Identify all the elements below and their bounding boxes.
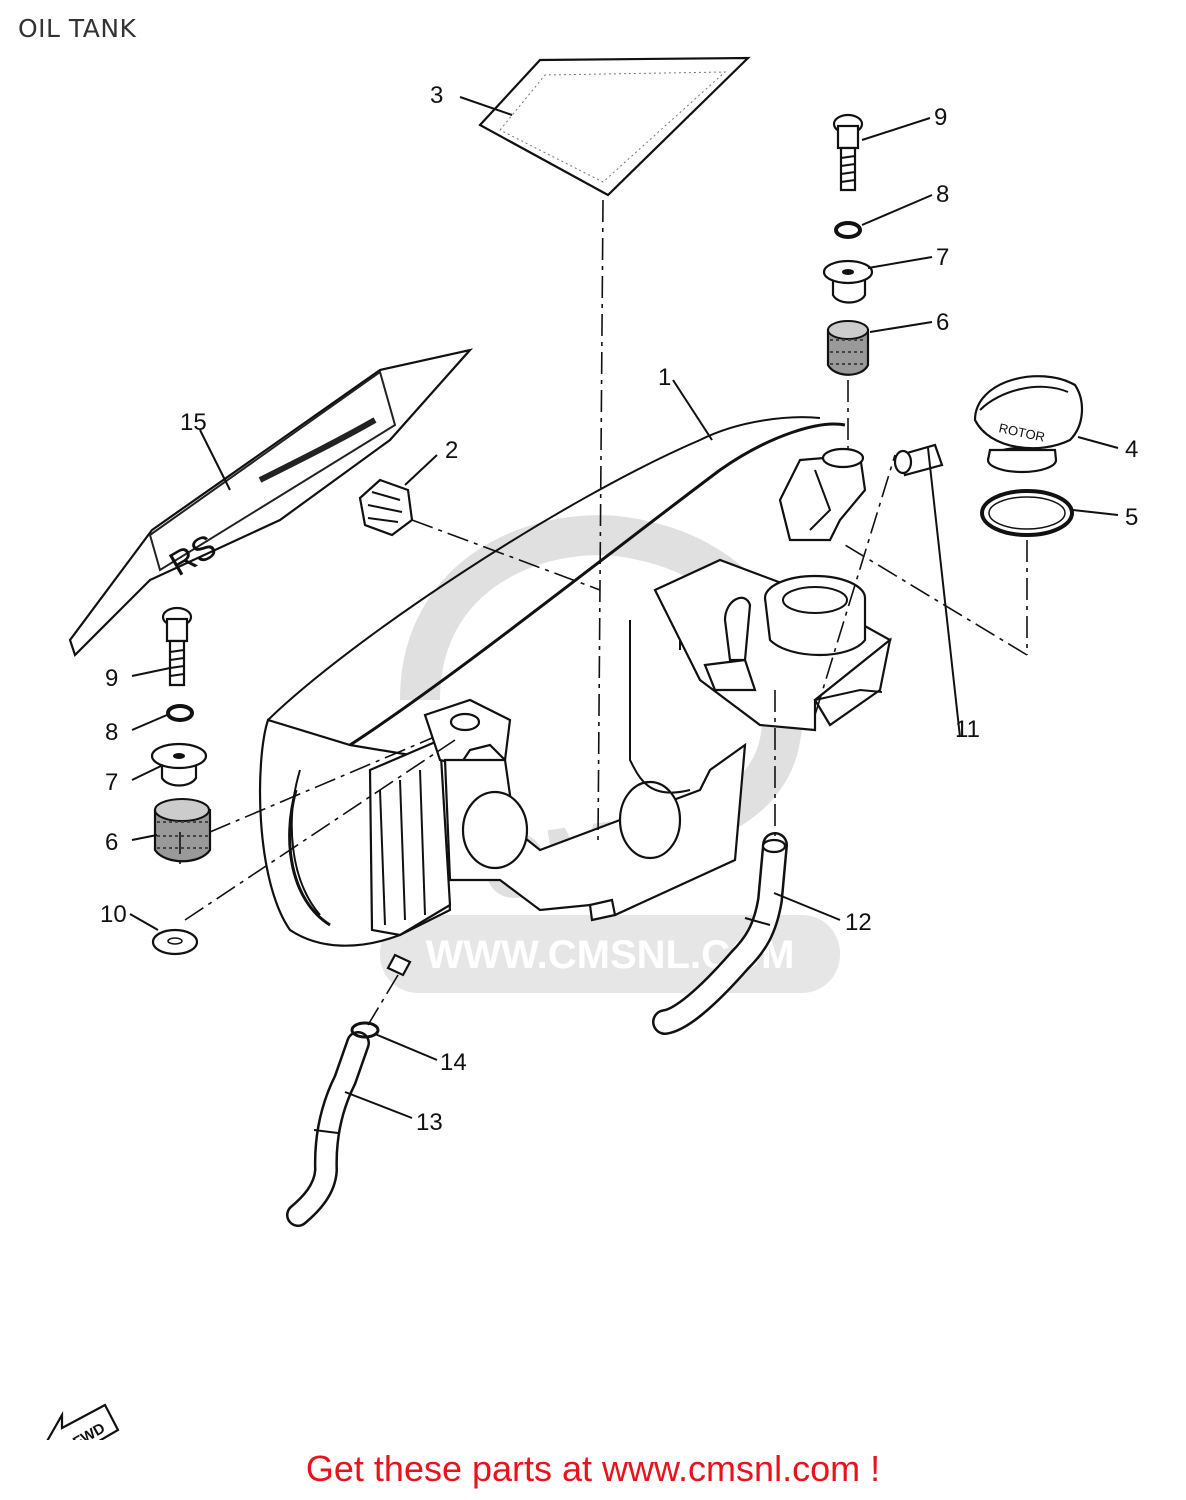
part-3-filter-pad: [478, 56, 751, 197]
part-15-decal: RS: [68, 348, 474, 658]
leader-lines: [129, 96, 1119, 1119]
part-6-grommet-top: [826, 320, 870, 376]
callout-2: 2: [445, 437, 458, 464]
part-5-o-ring: [980, 489, 1074, 537]
oil-tank-exploded-diagram: CMS WWW.CMSNL.COM RS: [46, 56, 1138, 1440]
footer-link[interactable]: Get these parts at www.cmsnl.com !: [305, 1448, 881, 1489]
callout-12: 12: [845, 909, 872, 936]
part-7-collar-left: [150, 742, 208, 787]
part-11-cap: [893, 443, 944, 477]
part-13-hose: [286, 1031, 370, 1227]
part-8-washer-left: [166, 704, 194, 722]
callout-15: 15: [180, 409, 207, 436]
callout-6-top: 6: [936, 309, 949, 336]
callout-6-left: 6: [105, 829, 118, 856]
part-6-grommet-left: [153, 798, 212, 863]
callout-13: 13: [416, 1109, 443, 1136]
alignment-lines: [179, 199, 1028, 1026]
part-8-washer-top: [834, 221, 862, 239]
callout-14: 14: [440, 1049, 467, 1076]
part-9-bolt-top: [832, 113, 864, 192]
part-2-plug: [358, 478, 414, 537]
part-14-clamp: [350, 1021, 380, 1039]
callout-8-left: 8: [105, 719, 118, 746]
callout-9-left: 9: [105, 665, 118, 692]
callout-10: 10: [100, 901, 127, 928]
callout-5: 5: [1125, 504, 1138, 531]
callout-9-top: 9: [934, 104, 947, 131]
callout-3: 3: [430, 82, 443, 109]
page-title: OIL TANK: [18, 14, 137, 43]
part-1-oil-tank: [258, 416, 892, 977]
fwd-arrow-icon: FWD: [46, 1403, 120, 1440]
part-4-filler-cap: ROTOR: [973, 375, 1084, 474]
part-12-hose: [652, 832, 788, 1035]
callout-11: 11: [955, 716, 980, 743]
part-9-bolt-left: [161, 606, 193, 687]
callouts: 3 1 2 4 5 6 7 8 9 15 9 8 7 6 10 11 12 14…: [100, 82, 1138, 1136]
callout-1: 1: [658, 364, 671, 391]
callout-7-left: 7: [105, 769, 118, 796]
callout-7-top: 7: [936, 244, 949, 271]
callout-8-top: 8: [936, 181, 949, 208]
part-10-washer: [151, 928, 199, 956]
callout-4: 4: [1125, 436, 1138, 463]
part-7-collar-top: [822, 259, 874, 304]
